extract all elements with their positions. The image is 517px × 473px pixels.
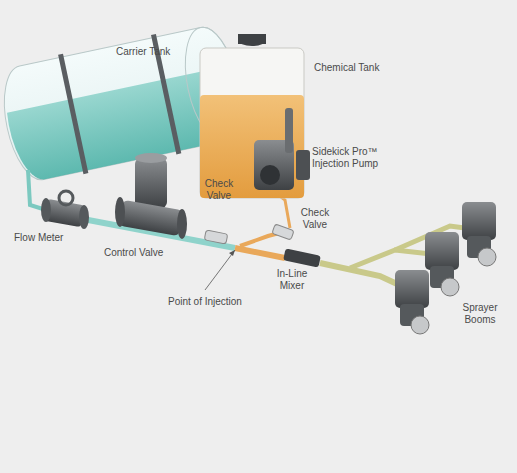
part-label: In-Line Mixer [272, 268, 312, 292]
leader-line [205, 250, 235, 290]
flow-meter [41, 191, 89, 229]
in-line-mixer [283, 248, 321, 267]
chemical-tank [200, 34, 304, 198]
check-valve [272, 224, 294, 240]
injection-pump [254, 108, 310, 190]
check-valve [204, 230, 228, 244]
part-label: Point of Injection [168, 296, 268, 308]
mixed-pipe [235, 248, 285, 258]
part-label: Control Valve [104, 247, 184, 259]
part-label: Sprayer Booms [458, 302, 502, 326]
part-label: Carrier Tank [116, 46, 196, 58]
control-valve [115, 153, 187, 239]
sprayer-boom [425, 232, 459, 296]
sprayer-boom [395, 270, 429, 334]
part-label: Sidekick Pro™ Injection Pump [312, 146, 392, 170]
sprayer-boom [462, 202, 496, 266]
part-label: Chemical Tank [314, 62, 404, 74]
part-label: Check Valve [298, 207, 332, 231]
part-label: Flow Meter [14, 232, 74, 244]
leader-arrowhead [229, 250, 235, 256]
part-label: Check Valve [202, 178, 236, 202]
